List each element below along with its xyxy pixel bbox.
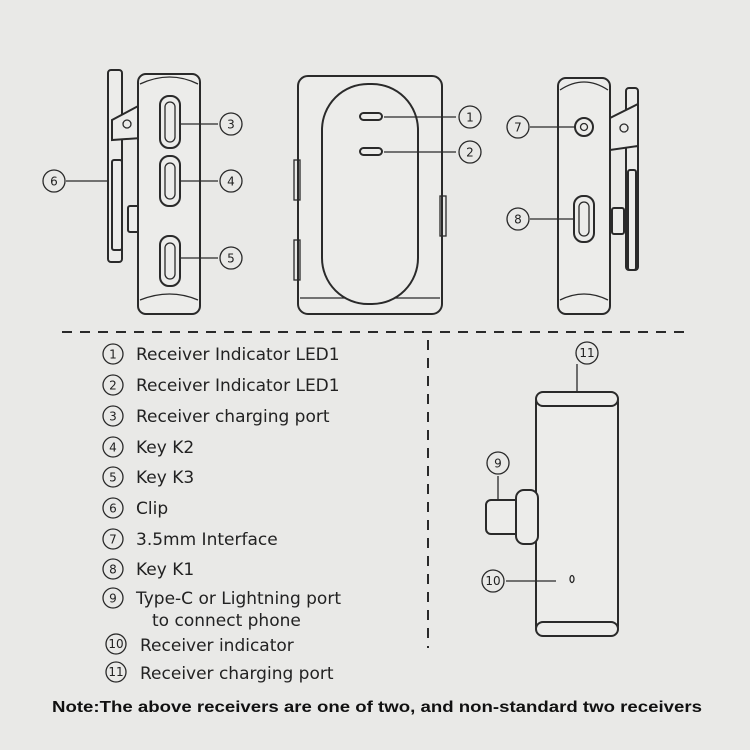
callout-11-label: 11 [579,346,594,360]
legend-item: 4 Key K2 [102,436,194,458]
legend-number: 5 [109,471,117,485]
legend-text: Type-C or Lightning port [135,589,341,609]
callout-10: 10 [481,569,505,593]
callout-2: 2 [458,140,482,164]
legend-number: 2 [109,379,117,393]
legend-number: 10 [108,637,123,651]
legend-number: 9 [109,592,117,606]
legend-text: Receiver charging port [136,407,330,427]
legend-number: 3 [109,410,117,424]
legend-text: Key K1 [136,560,194,580]
receiver-view [485,364,619,637]
callout-6: 6 [42,169,66,193]
legend-text: Key K3 [136,468,194,488]
legend-item: 3 Receiver charging port [102,405,330,427]
receiver-indicator-marker [569,574,575,584]
legend: 1 Receiver Indicator LED1 2 Receiver Ind… [102,343,341,684]
callout-5-label: 5 [227,252,235,266]
callout-6-label: 6 [50,175,58,189]
callout-4: 4 [219,169,243,193]
legend-number: 7 [109,533,117,547]
legend-item: 6 Clip [102,497,168,519]
legend-text: Receiver charging port [140,664,334,684]
legend-item: 9 Type-C or Lightning port to connect ph… [102,587,341,631]
legend-text: Clip [136,499,168,519]
legend-number: 6 [109,502,117,516]
footnote: Note:The above receivers are one of two,… [52,699,702,716]
left-side-view [66,69,218,315]
legend-number: 11 [108,665,123,679]
legend-number: 4 [109,441,117,455]
legend-text: Receiver indicator [140,636,294,656]
jack-3-5mm-marker [574,117,594,137]
legend-item: 7 3.5mm Interface [102,528,278,550]
right-side-view [530,77,639,315]
led2-marker [359,147,383,156]
legend-item: 8 Key K1 [102,558,194,580]
callout-3: 3 [219,112,243,136]
callout-4-label: 4 [227,175,235,189]
legend-item: 10 Receiver indicator [105,633,294,656]
legend-text: Receiver Indicator LED1 [136,376,340,396]
callout-1: 1 [458,105,482,129]
callout-10-label: 10 [485,574,500,588]
callout-5: 5 [219,246,243,270]
callout-7-label: 7 [514,121,522,135]
legend-item: 5 Key K3 [102,466,194,488]
legend-text: Receiver Indicator LED1 [136,345,340,365]
callout-3-label: 3 [227,118,235,132]
legend-text-continued: to connect phone [152,611,301,631]
callout-2-label: 2 [466,146,474,160]
callout-9-label: 9 [494,457,502,471]
legend-item: 1 Receiver Indicator LED1 [102,343,340,365]
callout-1-label: 1 [466,111,474,125]
callout-8: 8 [506,207,530,231]
callout-7: 7 [506,115,530,139]
callout-11: 11 [575,341,599,365]
callout-8-label: 8 [514,213,522,227]
legend-text: 3.5mm Interface [136,530,278,550]
legend-item: 11 Receiver charging port [105,661,334,684]
led1-marker [359,112,383,121]
legend-text: Key K2 [136,438,194,458]
legend-item: 2 Receiver Indicator LED1 [102,374,340,396]
callout-9: 9 [486,451,510,475]
legend-number: 1 [109,348,117,362]
front-view [293,75,456,315]
legend-number: 8 [109,563,117,577]
